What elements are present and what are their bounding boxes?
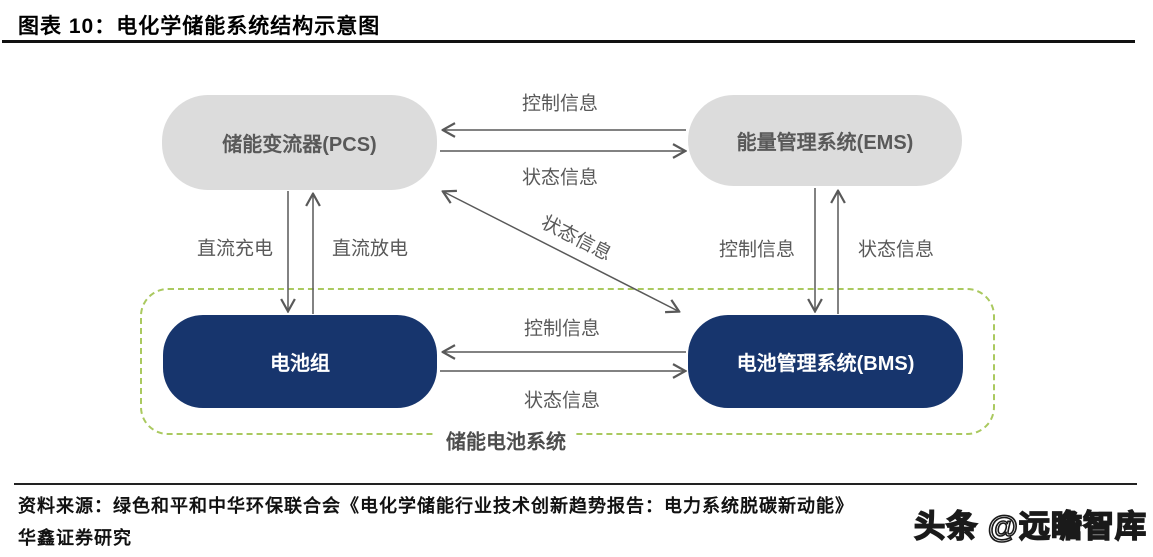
node-ems-label: 能量管理系统(EMS) [736, 132, 914, 154]
edge-label-control-info-right: 控制信息 [718, 239, 796, 261]
edge-label-control-info-bottom: 控制信息 [523, 318, 601, 340]
edge-label-status-info-top: 状态信息 [521, 167, 599, 189]
battery-system-group-label: 储能电池系统 [436, 425, 576, 455]
footer-divider [14, 483, 1137, 485]
edge-label-status-info-bottom: 状态信息 [523, 390, 601, 412]
edge-label-dc-discharge: 直流放电 [331, 238, 409, 260]
source-line-2: 华鑫证券研究 [18, 528, 132, 548]
edge-label-control-info-top: 控制信息 [521, 93, 599, 115]
node-battery-pack: 电池组 [163, 315, 437, 408]
edge-label-status-info-diagonal: 状态信息 [537, 212, 615, 266]
figure-title: 图表 10：电化学储能系统结构示意图 [18, 15, 381, 38]
source-line-1: 资料来源：绿色和平和中华环保联合会《电化学储能行业技术创新趋势报告：电力系统脱碳… [18, 496, 854, 516]
node-bms-label: 电池管理系统(BMS) [736, 353, 915, 375]
node-ems: 能量管理系统(EMS) [688, 95, 962, 186]
node-pcs: 储能变流器(PCS) [162, 95, 437, 190]
node-bms: 电池管理系统(BMS) [688, 315, 963, 408]
node-pcs-label: 储能变流器(PCS) [222, 134, 377, 156]
watermark-toutiao: 头条 @远瞻智库 [913, 508, 1147, 545]
edge-label-status-info-right: 状态信息 [857, 239, 935, 261]
title-underline [2, 40, 1135, 43]
node-battery-pack-label: 电池组 [270, 353, 330, 375]
edge-label-dc-charge: 直流充电 [196, 238, 274, 260]
